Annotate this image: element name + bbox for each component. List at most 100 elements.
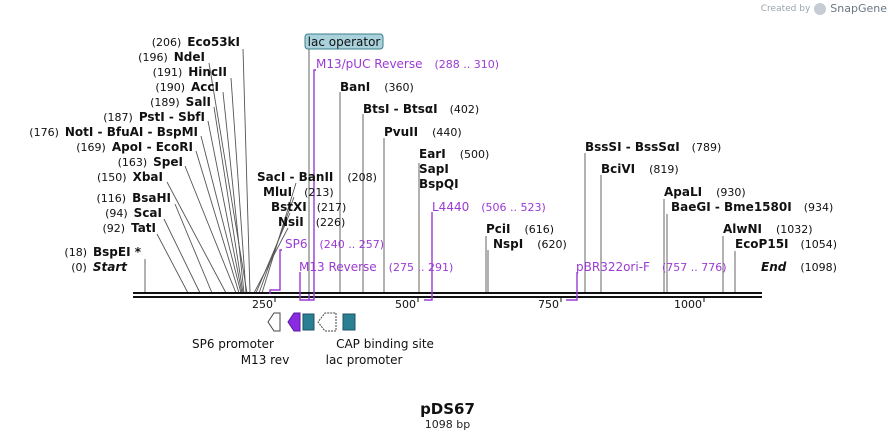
- enzyme-name[interactable]: Eco53kI: [187, 35, 240, 49]
- enzyme-name[interactable]: EarI: [419, 147, 446, 161]
- svg-text:NspI(620): NspI(620): [493, 237, 567, 251]
- enzyme-pos: (226): [316, 216, 346, 229]
- enzyme-leader-lines: [144, 48, 736, 294]
- svg-text:SacI - BanII(208): SacI - BanII (208): [257, 170, 377, 184]
- enzyme-name[interactable]: BciVI: [601, 162, 635, 176]
- enzyme-pos: (92): [102, 222, 125, 235]
- enzyme-name[interactable]: PciI: [486, 222, 511, 236]
- feature-label-lac-promoter: lac promoter: [326, 353, 403, 367]
- enzyme-name[interactable]: BaeGI - Bme1580I: [671, 200, 792, 214]
- svg-text:(163)SpeI: (163)SpeI: [118, 155, 183, 169]
- enzyme-pos: (0): [71, 261, 87, 274]
- enzyme-name[interactable]: MluI: [263, 185, 292, 199]
- m13-rev-arrow-icon[interactable]: [287, 312, 301, 332]
- primer-name[interactable]: pBR322ori-F: [576, 260, 650, 274]
- svg-text:EarI(500): EarI (500): [419, 147, 489, 161]
- created-by-text: Created by: [760, 3, 811, 14]
- svg-text:(187)PstI - SbfI: (187)PstI - SbfI: [103, 110, 205, 124]
- ruler-label-250: 250: [252, 298, 273, 311]
- enzyme-name[interactable]: BstXI: [271, 200, 307, 214]
- enzyme-name[interactable]: TatI: [131, 221, 156, 235]
- enzyme-name[interactable]: ApoI - EcoRI: [112, 140, 193, 154]
- enzyme-pos: (18): [64, 246, 87, 259]
- feature-label-sp6-promoter: SP6 promoter: [192, 337, 274, 351]
- svg-text:BssSI - BssSαI(789): BssSI - BssSαI(789): [585, 140, 721, 154]
- lac-promoter-arrow-icon[interactable]: [317, 312, 337, 332]
- svg-text:pBR322ori-F(757 .. 776): pBR322ori-F(757 .. 776): [576, 260, 727, 274]
- lac-operator-glyph-icon[interactable]: [302, 313, 315, 331]
- primer-name[interactable]: L4440: [432, 200, 469, 214]
- ruler-ticks: [274, 297, 705, 302]
- enzyme-pos: (500): [460, 148, 490, 161]
- enzyme-name[interactable]: BspQI: [419, 177, 459, 191]
- enzyme-pos: (196): [138, 51, 168, 64]
- enzyme-pos: (930): [716, 186, 746, 199]
- primer-name[interactable]: SP6: [285, 237, 308, 251]
- enzyme-name[interactable]: ApaLI: [664, 185, 702, 199]
- enzyme-name[interactable]: SapI: [419, 162, 449, 176]
- svg-text:AlwNI(1032): AlwNI (1032): [723, 222, 813, 236]
- enzyme-pos: (150): [97, 171, 127, 184]
- primer-range: (240 .. 257): [320, 238, 385, 251]
- svg-text:PciI(616): PciI (616): [486, 222, 554, 236]
- feature-glyphs: [267, 312, 356, 332]
- enzyme-name[interactable]: NspI: [493, 237, 523, 251]
- plasmid-name: pDS67: [420, 400, 475, 418]
- lac-operator-box[interactable]: [304, 33, 384, 50]
- enzyme-name[interactable]: BspEI *: [93, 245, 142, 259]
- enzyme-name[interactable]: SalI: [186, 95, 211, 109]
- enzyme-name[interactable]: AlwNI: [723, 222, 762, 236]
- enzyme-name[interactable]: PvuII: [384, 125, 418, 139]
- enzyme-pos: (934): [804, 201, 834, 214]
- enzyme-name[interactable]: BsaHI: [132, 191, 171, 205]
- primer-name[interactable]: M13 Reverse: [299, 260, 377, 274]
- backbone: [133, 292, 762, 298]
- enzyme-name[interactable]: NdeI: [174, 50, 205, 64]
- svg-text:(191)HincII: (191)HincII: [153, 65, 227, 79]
- lac-operator-label: lac operator: [308, 35, 381, 49]
- enzyme-name[interactable]: ScaI: [134, 206, 162, 220]
- svg-text:(94)ScaI: (94)ScaI: [105, 206, 162, 220]
- enzyme-name[interactable]: BanI: [340, 80, 370, 94]
- svg-text:EcoP15I(1054): EcoP15I(1054): [735, 237, 837, 251]
- svg-text:BstXI(217): BstXI(217): [271, 200, 346, 214]
- enzyme-pos: (616): [525, 223, 555, 236]
- sp6-promoter-arrow-icon[interactable]: [267, 312, 281, 332]
- enzyme-pos: (176): [29, 126, 59, 139]
- enzyme-pos: (189): [150, 96, 180, 109]
- ruler-label-1000: 1000: [674, 298, 702, 311]
- enzyme-name[interactable]: BssSI - BssSαI: [585, 140, 680, 154]
- enzyme-name[interactable]: NsiI: [278, 215, 304, 229]
- start-label: Start: [93, 260, 128, 274]
- enzyme-pos: (213): [304, 186, 334, 199]
- svg-text:(18)BspEI *: (18) BspEI *: [64, 245, 141, 259]
- svg-text:MluI(213): MluI (213): [263, 185, 334, 199]
- primer-name[interactable]: M13/pUC Reverse: [316, 57, 423, 71]
- ruler-label-500: 500: [395, 298, 416, 311]
- svg-text:(116)BsaHI: (116)BsaHI: [97, 191, 172, 205]
- primer-markers: [269, 69, 578, 301]
- svg-text:(176)NotI - BfuAI - BspMI: (176) NotI - BfuAI - BspMI: [29, 125, 198, 139]
- enzyme-pos: (1032): [776, 223, 813, 236]
- snapgene-brand: Created by SnapGene: [761, 2, 887, 15]
- enzyme-name[interactable]: XbaI: [133, 170, 163, 184]
- svg-text:(189)SalI: (189) SalI: [150, 95, 211, 109]
- enzyme-name[interactable]: PstI - SbfI: [139, 110, 205, 124]
- enzyme-pos: (190): [155, 81, 185, 94]
- svg-text:(0)Start: (0) Start: [71, 260, 128, 274]
- svg-text:BaeGI - Bme1580I(934): BaeGI - Bme1580I (934): [671, 200, 833, 214]
- enzyme-pos: (208): [347, 171, 377, 184]
- enzyme-name[interactable]: AccI: [191, 80, 219, 94]
- enzyme-name[interactable]: SpeI: [153, 155, 183, 169]
- enzyme-name[interactable]: NotI - BfuAI - BspMI: [65, 125, 198, 139]
- feature-label-m13-rev: M13 rev: [241, 353, 290, 367]
- svg-text:SP6(240 .. 257): SP6 (240 .. 257): [285, 237, 384, 251]
- enzyme-name[interactable]: EcoP15I: [735, 237, 789, 251]
- enzyme-name[interactable]: BtsI - BtsαI: [363, 102, 438, 116]
- cap-binding-site-glyph-icon[interactable]: [342, 313, 356, 331]
- enzyme-pos: (819): [649, 163, 679, 176]
- svg-text:M13/pUC Reverse(288 .. 310): M13/pUC Reverse(288 .. 310): [316, 57, 499, 71]
- enzyme-name[interactable]: SacI - BanII: [257, 170, 333, 184]
- svg-text:(196)NdeI: (196) NdeI: [138, 50, 205, 64]
- enzyme-name[interactable]: HincII: [188, 65, 227, 79]
